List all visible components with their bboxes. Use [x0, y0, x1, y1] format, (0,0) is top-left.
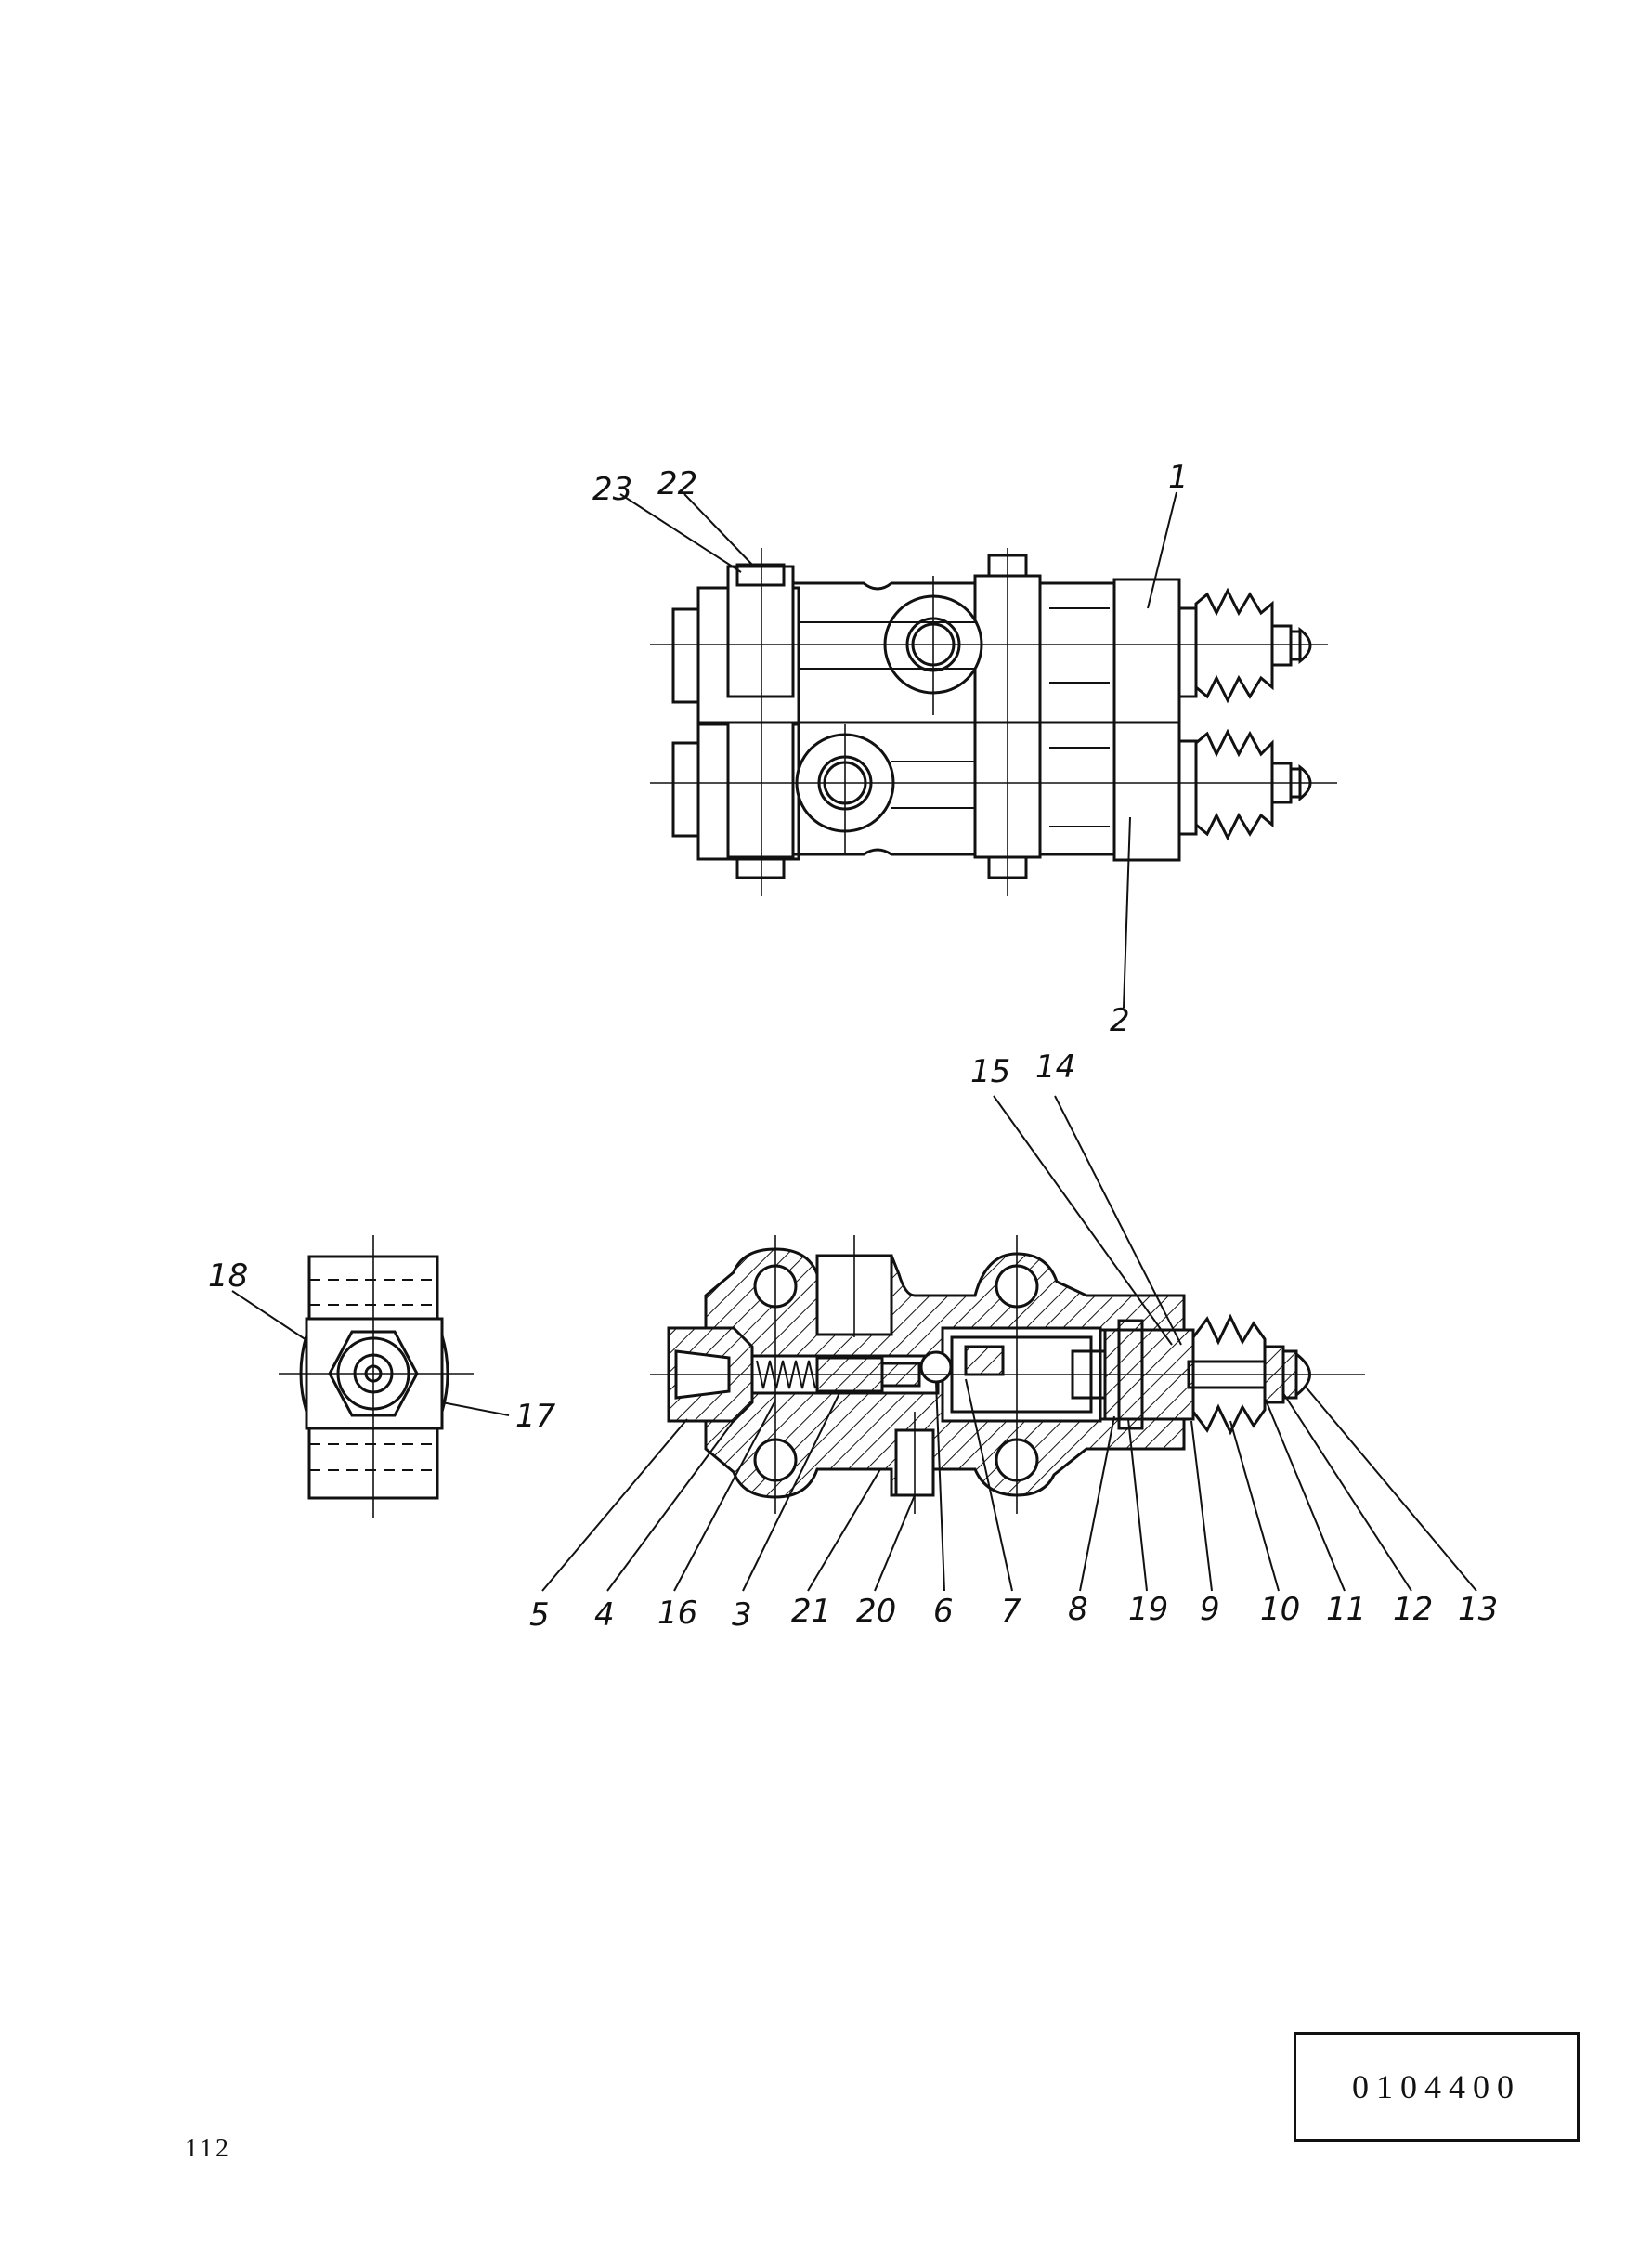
- callout-16: 16: [657, 1595, 697, 1632]
- callout-1: 1: [1168, 459, 1189, 496]
- end-view: [279, 1235, 474, 1518]
- callout-2: 2: [1110, 1002, 1130, 1039]
- leader-lines: [231, 491, 1477, 1592]
- callout-19: 19: [1128, 1591, 1168, 1628]
- top-view-assembly: [650, 548, 1337, 896]
- callout-11: 11: [1326, 1591, 1366, 1628]
- page-number: 112: [185, 2134, 231, 2163]
- callout-22: 22: [657, 465, 697, 502]
- callout-13: 13: [1458, 1591, 1498, 1628]
- bellows-boot-lower: [1194, 728, 1312, 841]
- callout-10: 10: [1260, 1591, 1300, 1628]
- callout-21: 21: [791, 1593, 831, 1630]
- drawing-code-box: 0104400: [1294, 2032, 1580, 2142]
- callout-3: 3: [732, 1596, 752, 1634]
- valve-body-upper: [671, 554, 1198, 726]
- drawing-code: 0104400: [1352, 2068, 1521, 2105]
- callout-6: 6: [933, 1593, 954, 1630]
- bellows-boot-upper: [1194, 587, 1312, 704]
- callout-7: 7: [1001, 1593, 1021, 1630]
- callout-23: 23: [592, 471, 632, 508]
- section-view: [650, 1235, 1365, 1514]
- callout-20: 20: [856, 1593, 896, 1630]
- callouts: 23 22 1 2 18 17 15 14 5 4 16 3 21 20 6 7…: [208, 459, 1498, 1634]
- callout-9: 9: [1200, 1591, 1220, 1628]
- valve-body-lower: [671, 721, 1198, 879]
- callout-15: 15: [970, 1053, 1010, 1090]
- callout-4: 4: [594, 1596, 615, 1634]
- callout-18: 18: [208, 1257, 248, 1295]
- callout-12: 12: [1393, 1591, 1433, 1628]
- callout-8: 8: [1068, 1591, 1088, 1628]
- callout-17: 17: [515, 1398, 556, 1435]
- callout-14: 14: [1035, 1049, 1075, 1086]
- callout-5: 5: [529, 1596, 550, 1634]
